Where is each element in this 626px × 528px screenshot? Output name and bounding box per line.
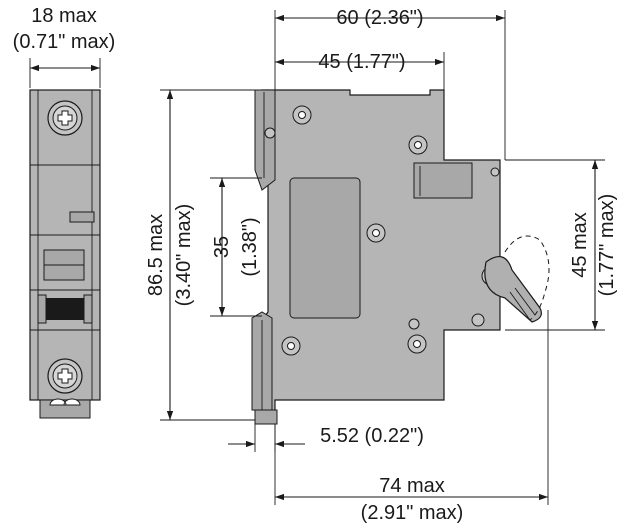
side-view: [160, 10, 605, 505]
screw-icon-bottom: [47, 358, 83, 394]
dim-front-face-depth: 45 (1.77"): [318, 51, 405, 73]
dim-max-depth-value: 74 max: [379, 475, 445, 497]
dim-overall-depth: 60 (2.36"): [336, 7, 423, 29]
dim-rail-height-inches: (1.38"): [239, 217, 261, 276]
front-view-body: [29, 89, 101, 401]
dim-front-height-value: 45 max: [569, 212, 591, 278]
dim-rail-height-value: 35: [211, 236, 233, 258]
screw-icon-top: [47, 100, 83, 136]
dim-overall-height-inches: (3.40" max): [173, 204, 195, 307]
dim-clip-offset: 5.52 (0.22"): [320, 425, 424, 447]
dim-front-width-inches: (0.71" max): [13, 31, 116, 53]
dim-overall-height-value: 86.5 max: [145, 214, 167, 296]
toggle-lever: [484, 235, 550, 323]
dim-max-depth-inches: (2.91" max): [361, 502, 464, 524]
dim-front-width-value: 18 max: [31, 5, 97, 27]
toggle-handle-front: [45, 298, 85, 320]
front-view: [29, 58, 101, 419]
dim-front-height-inches: (1.77" max): [596, 194, 618, 297]
